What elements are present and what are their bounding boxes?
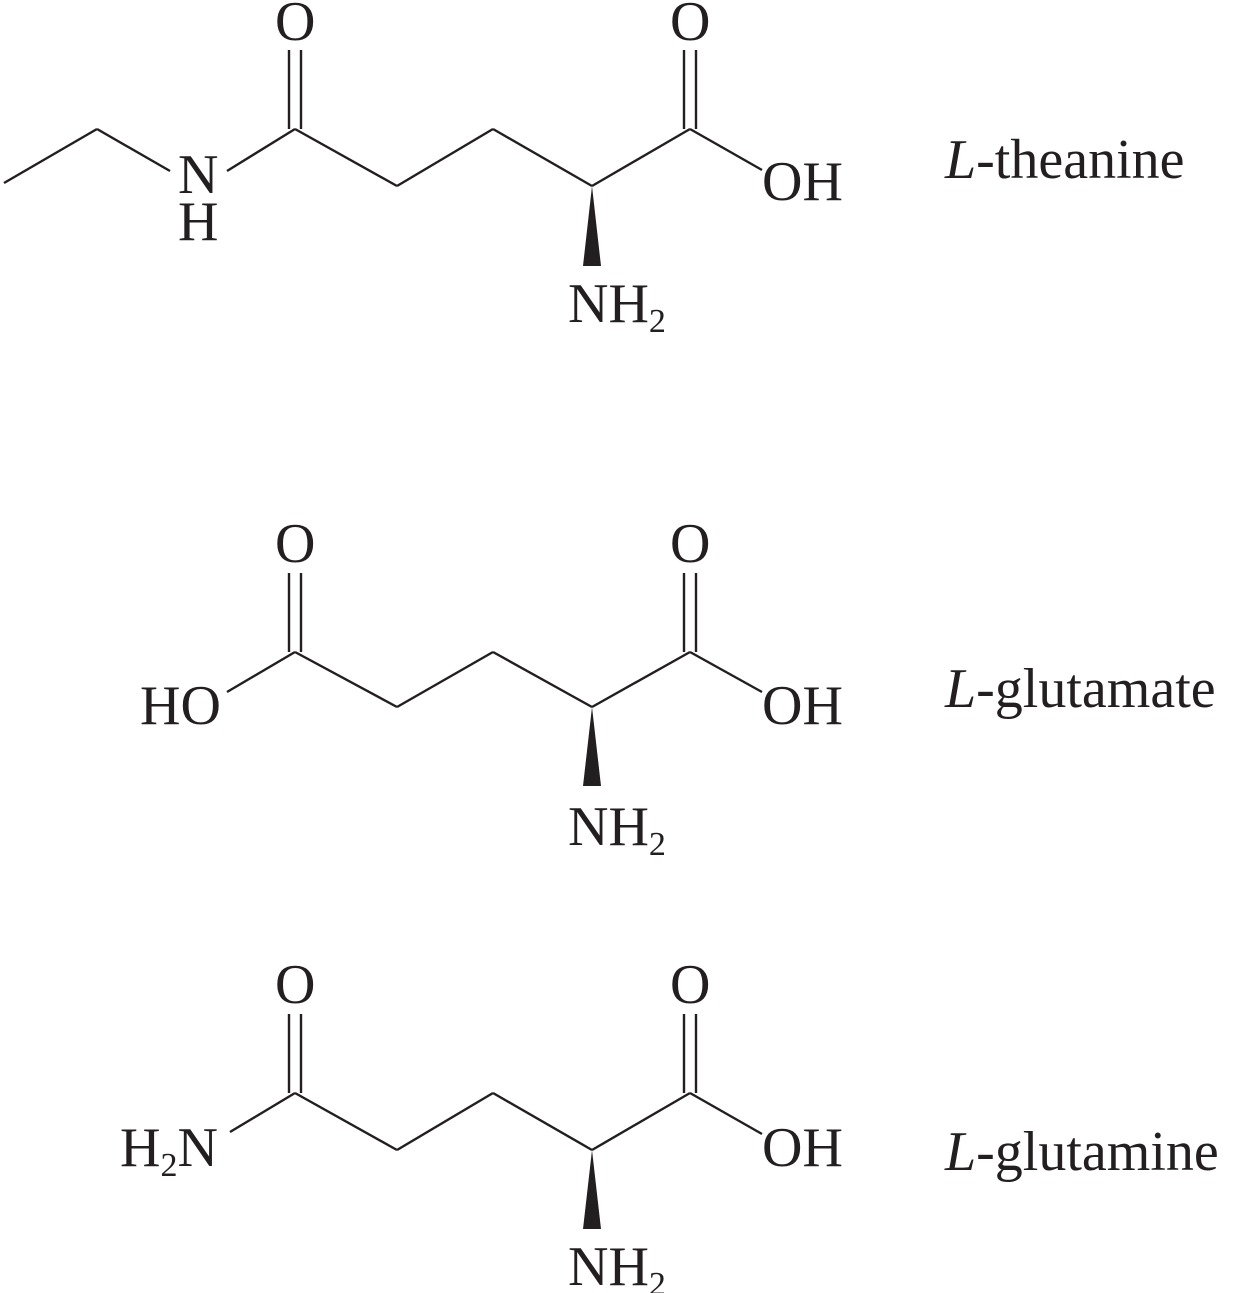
theanine-bonds xyxy=(3,50,763,266)
glutamate-bonds xyxy=(226,573,763,786)
atom-h: H xyxy=(178,191,218,253)
atom-n: N xyxy=(178,144,218,206)
wedge-bond-nh2 xyxy=(583,707,601,786)
bond-chain-3 xyxy=(492,127,593,188)
atom-o-left: O xyxy=(275,513,315,575)
atom-oh: OH xyxy=(762,675,843,737)
atom-oh: OH xyxy=(762,1117,843,1179)
molecule-theanine: O O N H OH NH2 L-theanine xyxy=(3,0,1185,340)
bond-nh2-carbonyl xyxy=(229,1091,296,1134)
bond-chain-2 xyxy=(396,650,494,709)
bond-chain-4 xyxy=(591,127,691,188)
bond-chain-1 xyxy=(294,127,398,188)
glutamine-bonds xyxy=(229,1014,763,1229)
atom-nh2: NH2 xyxy=(568,1236,666,1293)
bond-chain-1 xyxy=(294,1091,398,1152)
bond-chain-1 xyxy=(294,650,398,709)
bond-chain-3 xyxy=(492,650,593,709)
wedge-bond-nh2 xyxy=(583,1150,601,1229)
name-glutamine: L-glutamine xyxy=(944,1121,1219,1183)
bond-ethyl-ch2-n xyxy=(96,127,171,173)
bond-c-oh xyxy=(689,127,763,172)
atom-nh2: NH2 xyxy=(568,796,666,863)
bond-chain-4 xyxy=(591,1091,691,1152)
bond-n-carbonyl xyxy=(226,127,296,173)
bond-chain-4 xyxy=(591,650,691,709)
bond-oh-carbonyl xyxy=(226,650,296,694)
name-glutamate: L-glutamate xyxy=(944,658,1216,720)
atom-o-left: O xyxy=(275,954,315,1016)
atom-nh2: NH2 xyxy=(568,273,666,340)
molecule-glutamate: O O HO OH NH2 L-glutamate xyxy=(140,513,1216,863)
atom-oh: OH xyxy=(762,151,843,213)
bond-ethyl-ch3 xyxy=(3,127,98,185)
molecule-glutamine: O O H2N OH NH2 L-glutamine xyxy=(120,954,1219,1293)
atom-o-right: O xyxy=(670,0,710,53)
bond-chain-2 xyxy=(396,1091,494,1152)
atom-o-right: O xyxy=(670,513,710,575)
bond-c-oh xyxy=(689,650,763,694)
wedge-bond-nh2 xyxy=(583,186,601,266)
atom-h2n: H2N xyxy=(120,1117,218,1184)
name-theanine: L-theanine xyxy=(944,129,1185,191)
bond-chain-2 xyxy=(396,127,494,188)
atom-o-left: O xyxy=(275,0,315,53)
atom-o-right: O xyxy=(670,954,710,1016)
atom-ho: HO xyxy=(140,675,221,737)
bond-c-oh xyxy=(689,1091,763,1136)
bond-chain-3 xyxy=(492,1091,593,1152)
